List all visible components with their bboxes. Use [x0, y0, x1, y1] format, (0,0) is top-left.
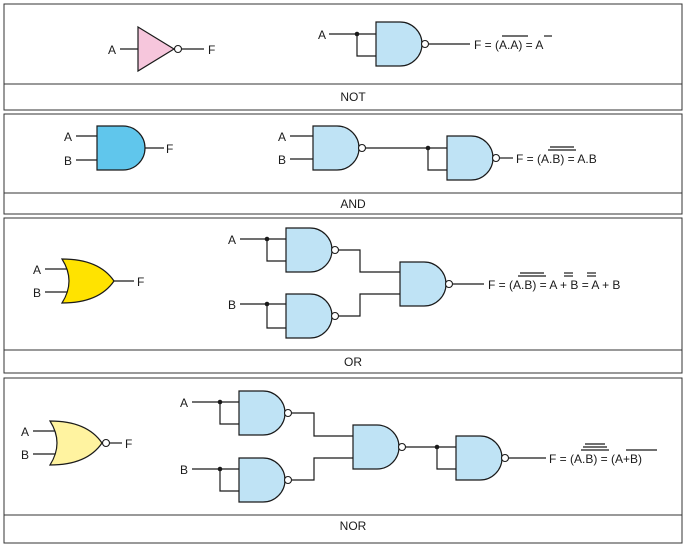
input-label-b: B: [228, 298, 236, 312]
caption-not: NOT: [340, 90, 366, 104]
input-label-a: A: [33, 263, 41, 277]
and-gate-icon: [96, 125, 146, 171]
input-label-a: A: [278, 130, 286, 144]
caption-or: OR: [344, 355, 362, 369]
and-from-nand-circuit: A B F = (A.B) = A.B: [278, 125, 597, 181]
equation: F = (A.B) = A + B = A + B: [488, 278, 620, 292]
input-label-a: A: [318, 28, 326, 42]
input-label-b: B: [180, 463, 188, 477]
nand-gate-icon: [238, 390, 286, 436]
section-frame: [3, 113, 683, 215]
input-label-a: A: [228, 233, 236, 247]
not-from-nand-circuit: A F = (A.A) = A: [318, 21, 552, 67]
output-label-f: F: [166, 142, 173, 156]
section-frame: [3, 377, 683, 544]
nor-from-nand-circuit: A B F = (A.B) = (A+B): [180, 390, 657, 503]
nand-gate-icon: [312, 125, 360, 171]
output-label-f: F: [125, 437, 132, 451]
equation: F = (A.B) = A.B: [516, 152, 597, 166]
equation: F = (A.B) = (A+B): [549, 452, 642, 466]
caption-and: AND: [340, 197, 366, 211]
or-gate-icon: [60, 258, 115, 304]
section-frame: [3, 3, 683, 111]
input-label-a: A: [108, 43, 116, 57]
input-label-a: A: [21, 425, 29, 439]
input-label-a: A: [180, 396, 188, 410]
caption-nor: NOR: [340, 519, 367, 533]
nand-gate-icon: [399, 261, 447, 307]
nand-gate-icon: [455, 435, 503, 481]
input-label-b: B: [64, 154, 72, 168]
nand-gate-icon: [285, 227, 333, 273]
equation: F = (A.A) = A: [474, 38, 543, 52]
nand-gate-icon: [352, 424, 400, 470]
or-gate-symbol: A B F: [33, 258, 144, 304]
input-label-a: A: [64, 130, 72, 144]
and-gate-symbol: A B F: [64, 125, 173, 171]
section-frame: [3, 217, 683, 374]
nand-gate-icon: [446, 135, 494, 181]
input-label-b: B: [278, 153, 286, 167]
output-label-f: F: [208, 43, 215, 57]
or-from-nand-circuit: A B F = (A.B) = A + B = A + B: [228, 227, 620, 339]
nand-gate-icon: [285, 293, 333, 339]
section-or: OR A B F A B: [3, 217, 683, 374]
not-gate-symbol: A F: [108, 25, 215, 73]
output-label-f: F: [137, 275, 144, 289]
input-label-b: B: [21, 448, 29, 462]
section-and: AND A B F A B F = (A.B) = A.B: [3, 113, 683, 215]
nand-gate-icon: [238, 457, 286, 503]
nor-gate-icon: [48, 420, 103, 466]
nor-gate-symbol: A B F: [21, 420, 132, 466]
section-not: NOT A F A F = (A.A) = A: [3, 3, 683, 111]
section-nor: NOR A B F A B: [3, 377, 683, 544]
input-label-b: B: [33, 286, 41, 300]
not-gate-icon: [137, 25, 176, 73]
nand-gate-icon: [375, 21, 423, 67]
